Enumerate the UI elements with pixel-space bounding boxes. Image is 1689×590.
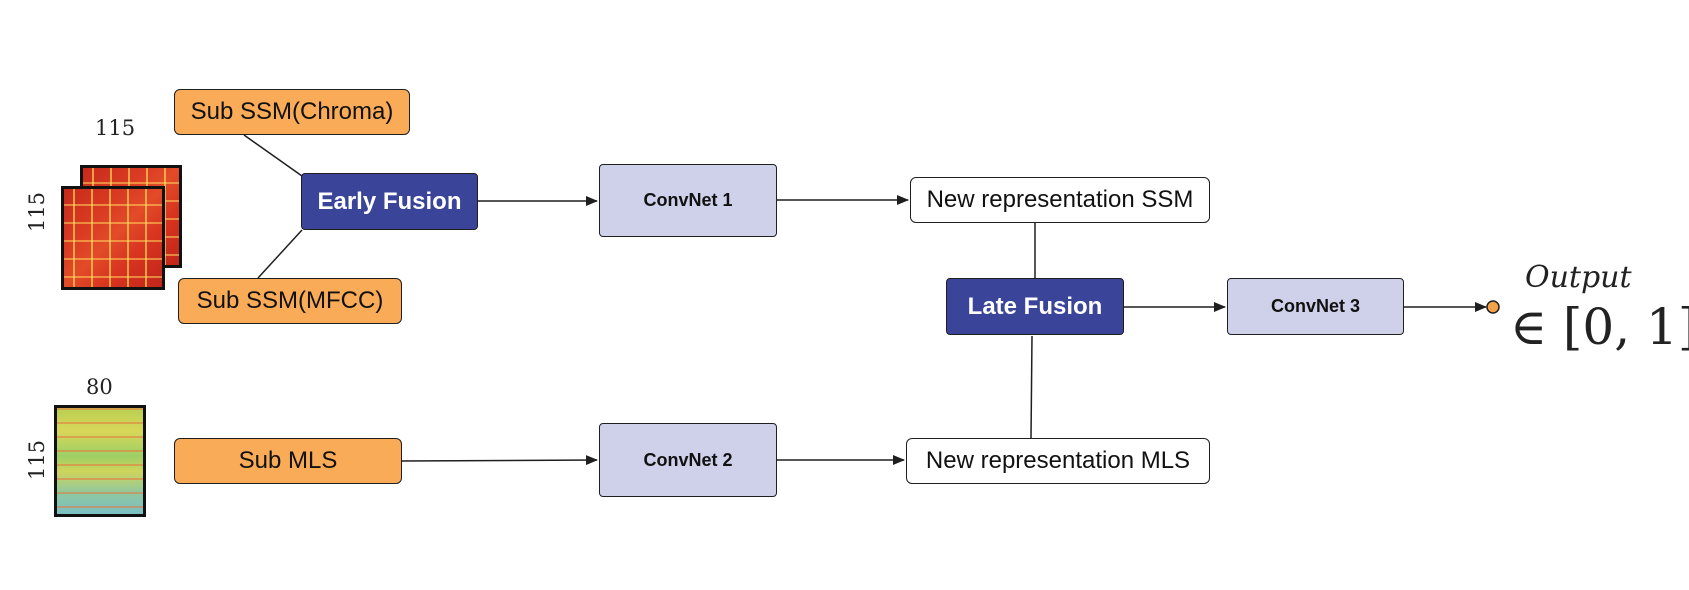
convnet2-box: ConvNet 2 xyxy=(599,423,777,497)
ssm-dim-side: 115 xyxy=(25,191,50,233)
early-fusion-box: Early Fusion xyxy=(301,173,478,230)
edge-repr-mls-to-late-fusion xyxy=(1030,335,1033,439)
new-representation-ssm-box: New representation SSM xyxy=(910,177,1210,223)
output-dot xyxy=(1486,300,1500,314)
convnet1-box: ConvNet 1 xyxy=(599,164,777,237)
ssm-matrix-front xyxy=(61,186,165,290)
new-representation-mls-box: New representation MLS xyxy=(906,438,1210,484)
output-range: ∈ [0, 1] xyxy=(1510,298,1689,356)
output-label: Output xyxy=(1525,260,1632,295)
sub-ssm-mfcc-box: Sub SSM(MFCC) xyxy=(178,278,402,324)
ssm-dim-top: 115 xyxy=(95,116,136,140)
mls-matrix xyxy=(54,405,146,517)
sub-mls-box: Sub MLS xyxy=(174,438,402,484)
mls-dim-side: 115 xyxy=(25,439,50,481)
mls-dim-top: 80 xyxy=(86,375,113,399)
convnet3-box: ConvNet 3 xyxy=(1227,278,1404,335)
edge-chroma-to-early-fusion xyxy=(243,134,303,177)
edge-mfcc-to-early-fusion xyxy=(257,229,303,279)
sub-ssm-chroma-box: Sub SSM(Chroma) xyxy=(174,89,410,135)
late-fusion-box: Late Fusion xyxy=(946,278,1124,335)
edge-sub-mls-to-convnet2 xyxy=(400,455,598,466)
